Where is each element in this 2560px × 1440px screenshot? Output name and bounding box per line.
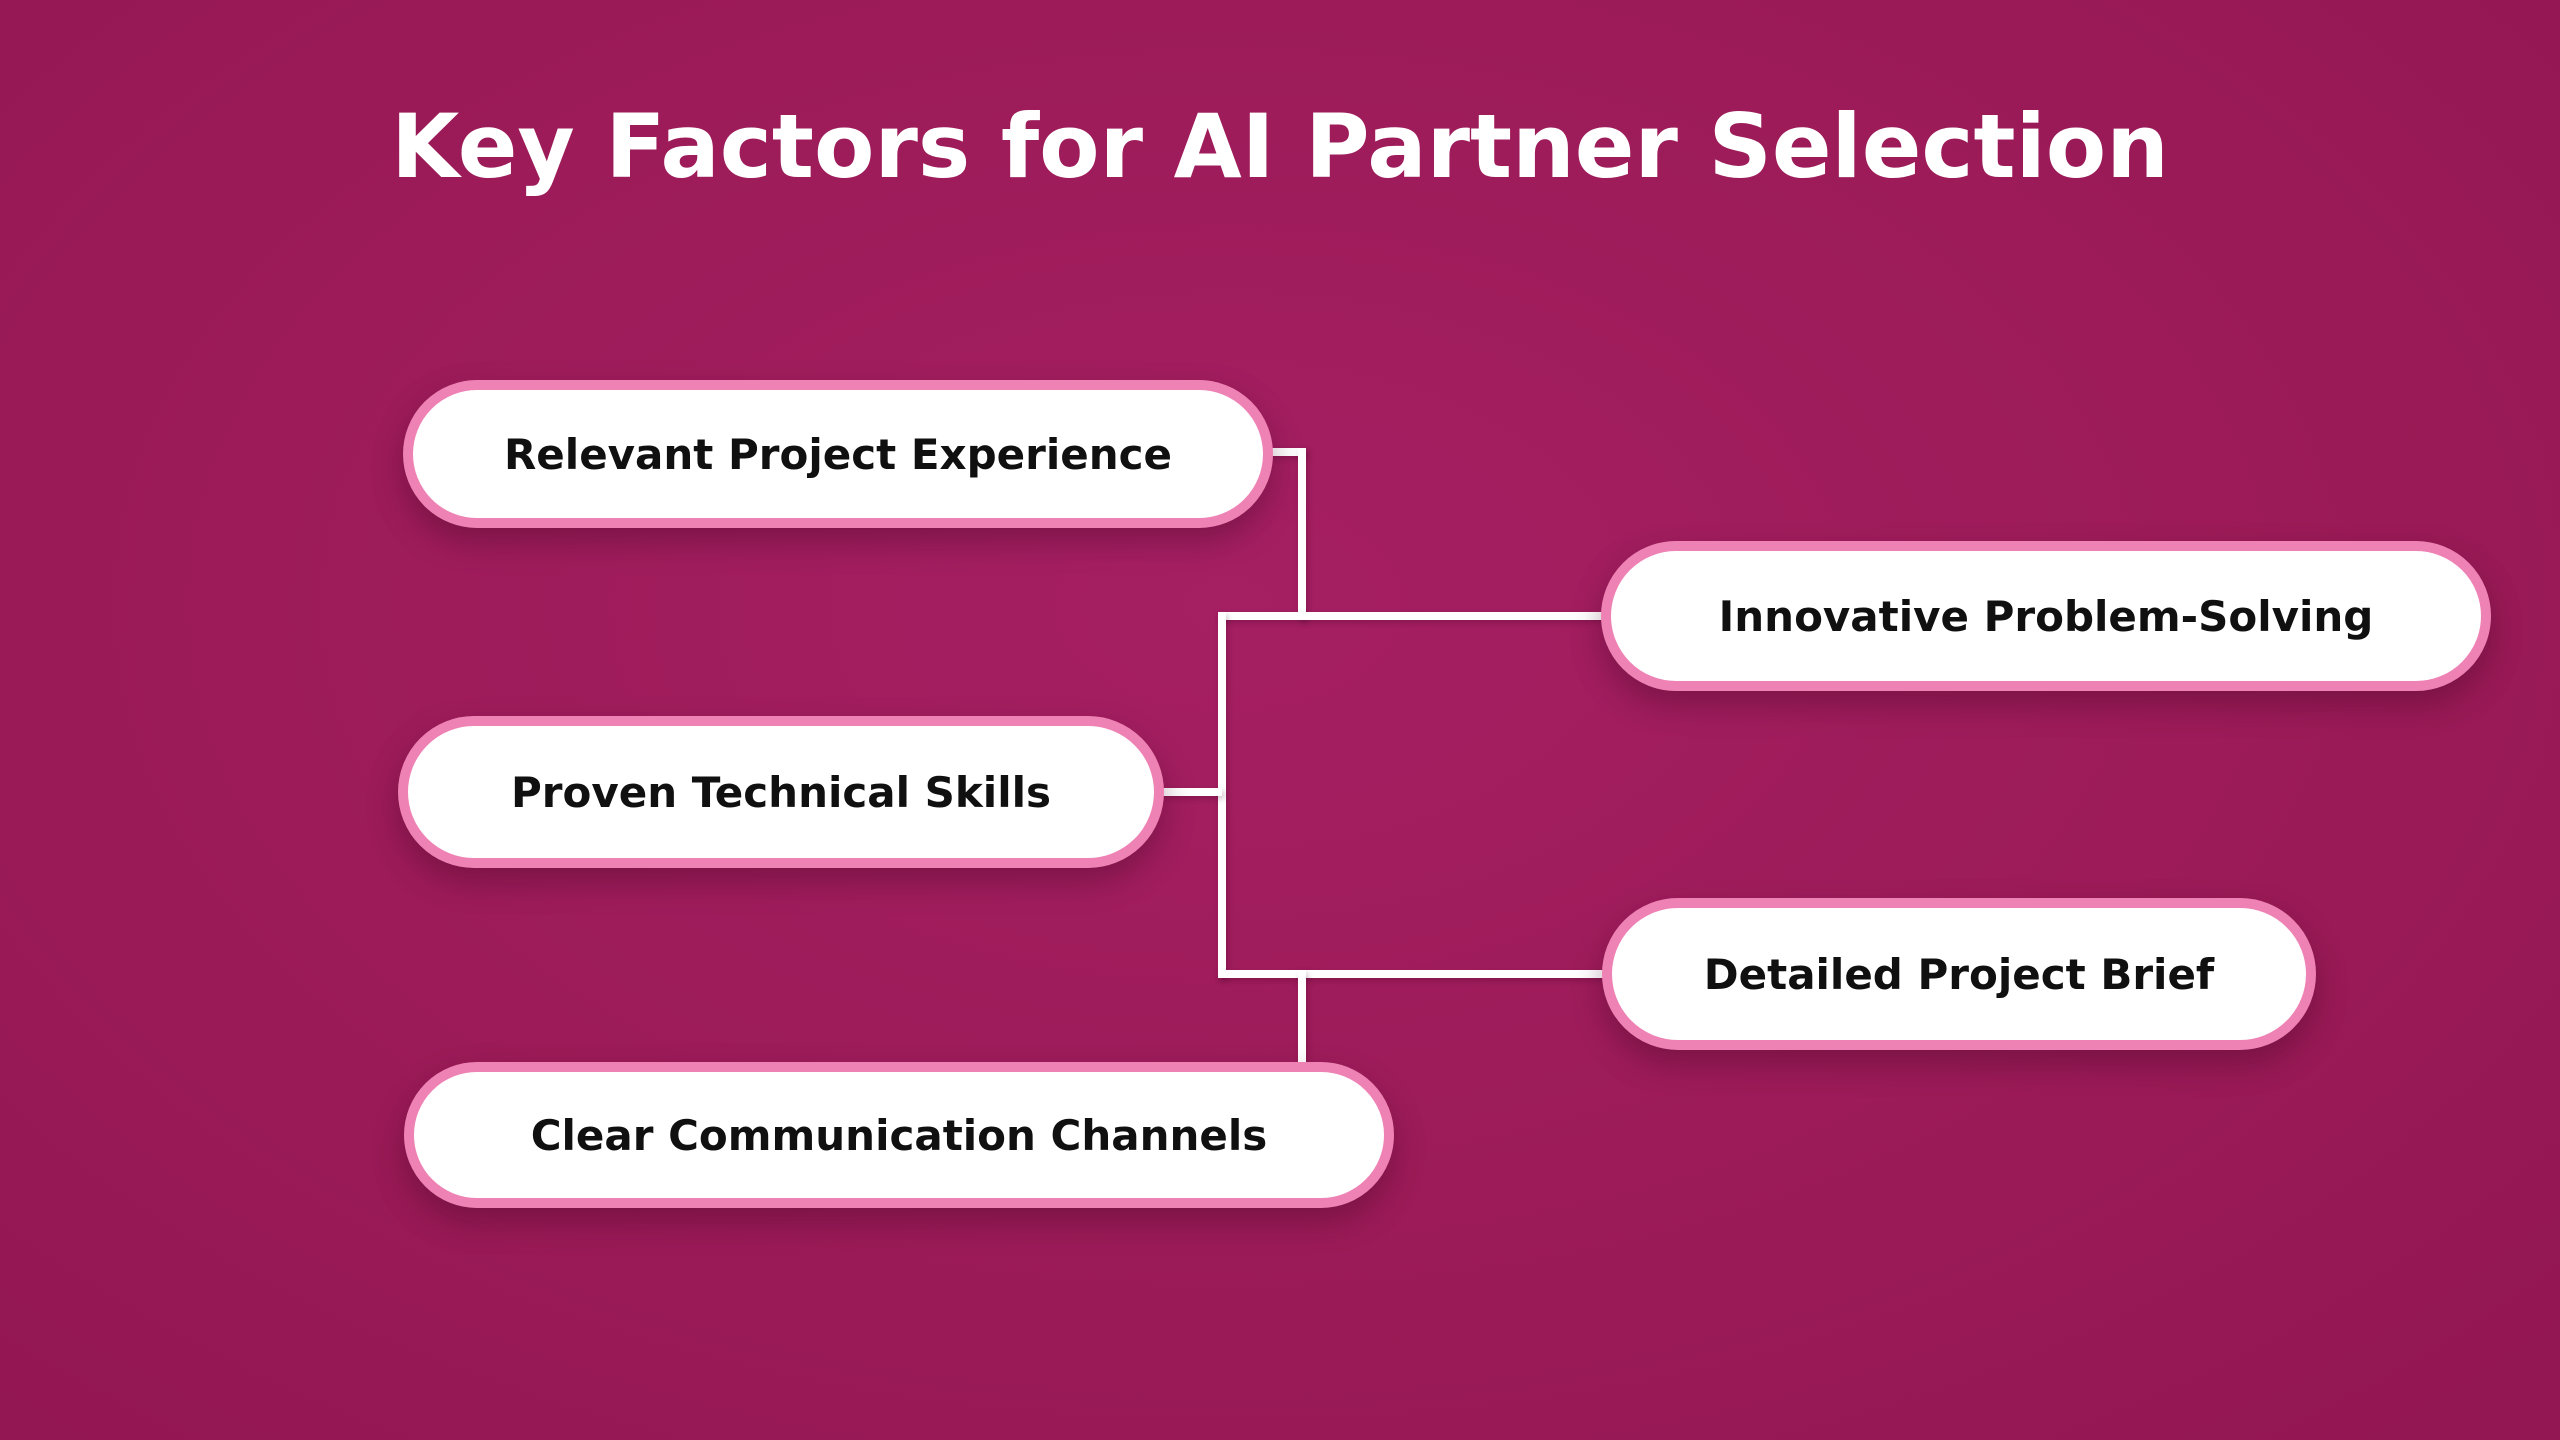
connector-innovative-branch	[1218, 612, 1613, 620]
connector-clear-drop	[1298, 970, 1306, 1070]
node-label: Relevant Project Experience	[503, 429, 1173, 479]
connector-detailed-branch	[1218, 970, 1613, 978]
connector-proven-stub	[1150, 788, 1222, 796]
node-detailed-project-brief: Detailed Project Brief	[1602, 898, 2316, 1050]
connector-relevant-drop	[1298, 448, 1306, 620]
node-label: Detailed Project Brief	[1703, 949, 2215, 999]
connector-relevant-stub	[1260, 448, 1306, 456]
node-innovative-problem-solving: Innovative Problem-Solving	[1601, 541, 2491, 691]
node-label: Clear Communication Channels	[530, 1110, 1268, 1160]
node-clear-communication-channels: Clear Communication Channels	[404, 1062, 1394, 1208]
node-label: Proven Technical Skills	[510, 767, 1051, 817]
connector-trunk	[1218, 612, 1226, 978]
node-label: Innovative Problem-Solving	[1718, 591, 2374, 641]
node-relevant-project-experience: Relevant Project Experience	[403, 380, 1273, 528]
node-proven-technical-skills: Proven Technical Skills	[398, 716, 1164, 868]
page-title: Key Factors for AI Partner Selection	[391, 95, 2169, 198]
